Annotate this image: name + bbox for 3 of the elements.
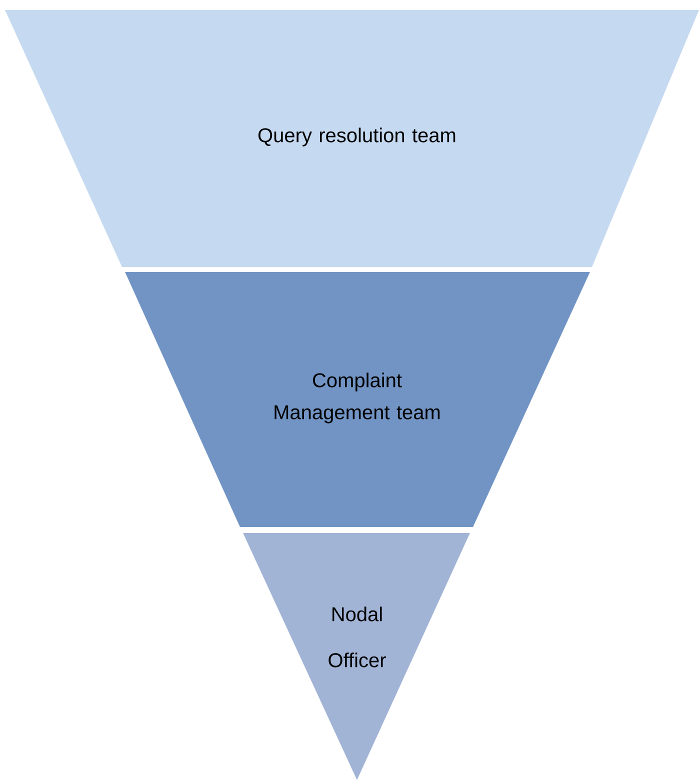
- funnel-band: Complaint Management team: [125, 272, 590, 527]
- funnel-band: Query resolution team: [5, 10, 699, 267]
- funnel-band: Nodal Officer: [243, 533, 470, 780]
